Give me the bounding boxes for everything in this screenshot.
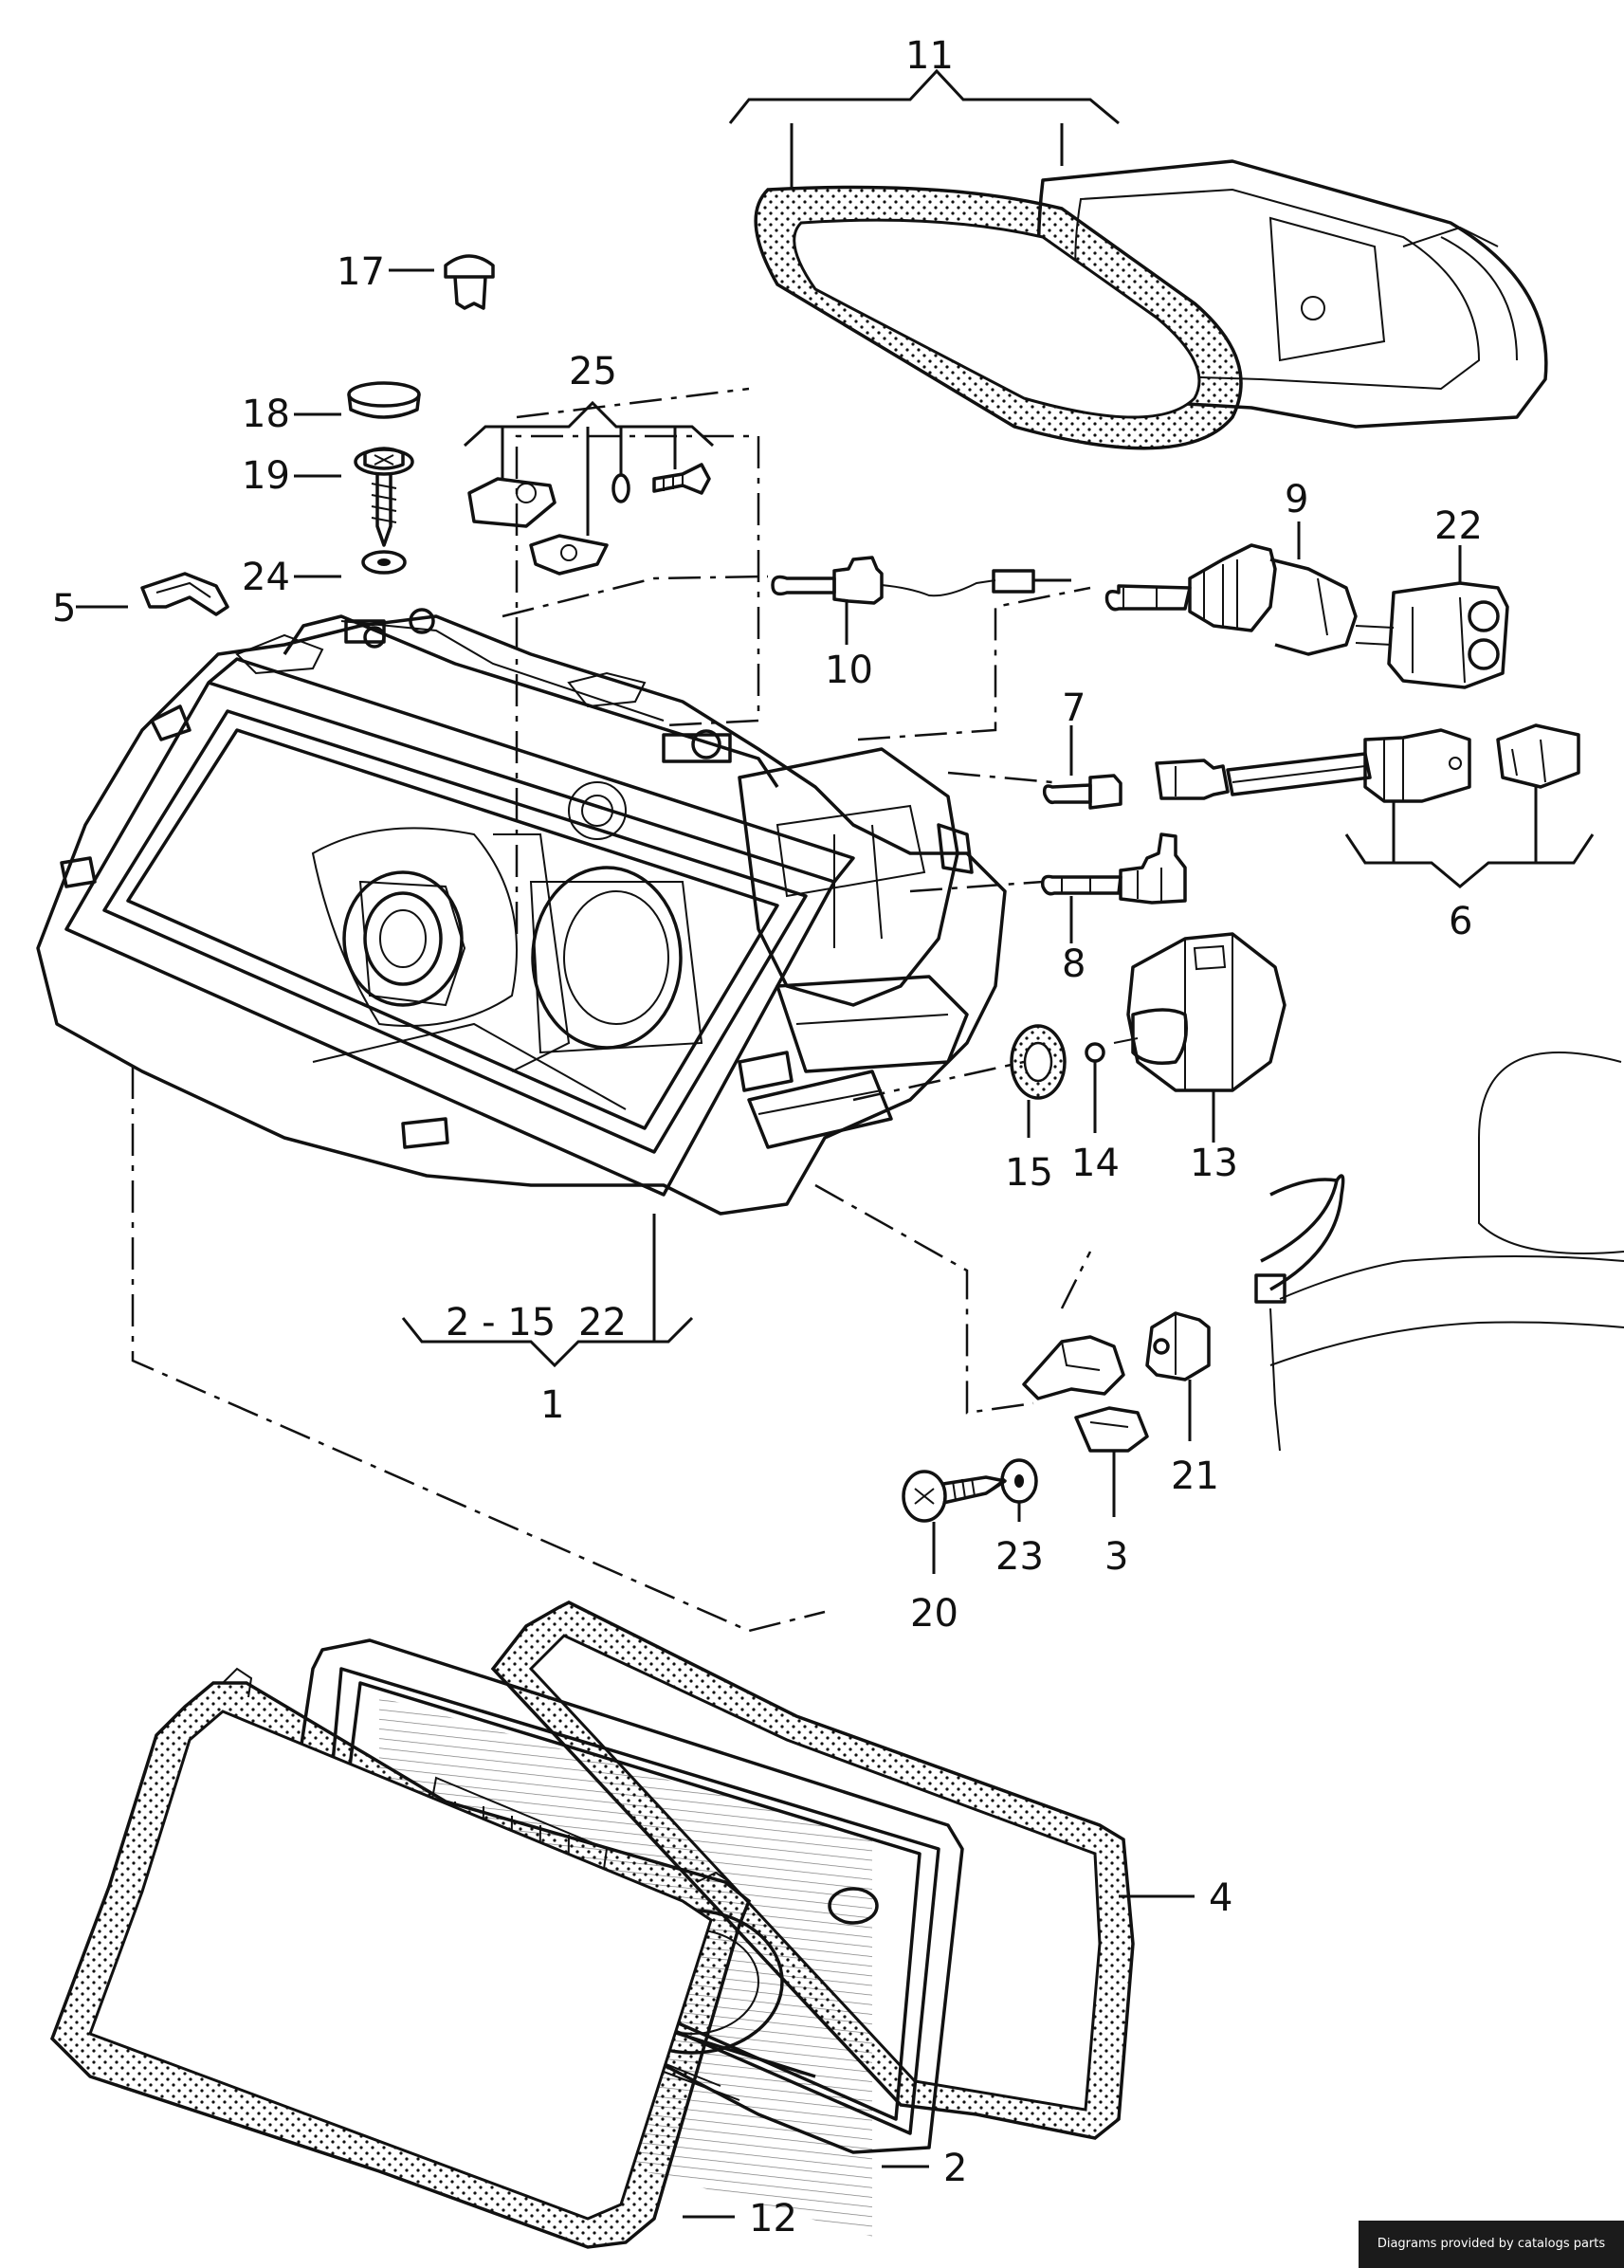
headlight-housing-part-1 [36, 608, 1007, 1216]
leader-1 [401, 1316, 694, 1368]
bulb-part-10 [771, 556, 1071, 605]
leader-6 [1344, 833, 1595, 888]
washer-part-24 [361, 550, 407, 575]
ball-part-14 [1085, 1042, 1105, 1063]
gasket-part-12 [49, 1667, 752, 2249]
screw-part-20 [902, 1470, 1007, 1523]
cap-part-18 [347, 381, 421, 419]
label-15: 15 [1005, 1151, 1053, 1195]
credit-banner: Diagrams provided by catalogs parts [1359, 2221, 1624, 2268]
label-23: 23 [995, 1535, 1044, 1579]
label-19: 19 [242, 454, 290, 498]
car-body-outline [1254, 1052, 1624, 1452]
washer-part-23 [1000, 1458, 1038, 1504]
label-11: 11 [905, 34, 954, 78]
label-7: 7 [1062, 686, 1086, 730]
bulb-part-7 [1042, 774, 1122, 810]
clip-part-5 [140, 572, 229, 616]
label-1: 1 [540, 1383, 564, 1427]
label-2-15: 2 - 15 [446, 1301, 556, 1344]
label-21: 21 [1171, 1454, 1219, 1498]
label-4: 4 [1209, 1876, 1232, 1920]
label-12: 12 [749, 2197, 797, 2241]
label-20: 20 [910, 1592, 958, 1636]
label-3: 3 [1104, 1535, 1128, 1579]
label-10: 10 [825, 649, 873, 692]
bulb-part-8 [1040, 832, 1187, 905]
screw-part-19 [354, 447, 414, 547]
leader-11 [728, 68, 1120, 125]
label-8: 8 [1062, 942, 1086, 986]
label-5: 5 [52, 587, 76, 631]
label-17: 17 [337, 250, 385, 294]
label-18: 18 [242, 393, 290, 436]
grommet-part-21 [1145, 1311, 1211, 1381]
label-6: 6 [1449, 900, 1472, 943]
bracket-part-3 [1022, 1335, 1149, 1453]
label-13: 13 [1190, 1142, 1238, 1185]
label-2: 2 [943, 2147, 967, 2190]
label-25: 25 [569, 350, 617, 393]
assembly-lines [131, 387, 1092, 1633]
ring-part-15 [1010, 1024, 1067, 1100]
gasket-part-11 [754, 185, 1243, 450]
label-9: 9 [1285, 478, 1308, 521]
label-22-b: 22 [578, 1301, 627, 1344]
label-22: 22 [1434, 504, 1483, 548]
leader-25 [463, 400, 715, 448]
clip-part-17 [444, 254, 495, 310]
leveling-motor-part-13 [1113, 932, 1286, 1092]
harness-part-6 [1155, 723, 1580, 803]
bulb-part-9 [1104, 543, 1358, 656]
connector-part-22 [1355, 581, 1509, 689]
bracket-part-25 [467, 463, 711, 576]
label-24: 24 [242, 556, 290, 599]
label-14: 14 [1071, 1142, 1120, 1185]
